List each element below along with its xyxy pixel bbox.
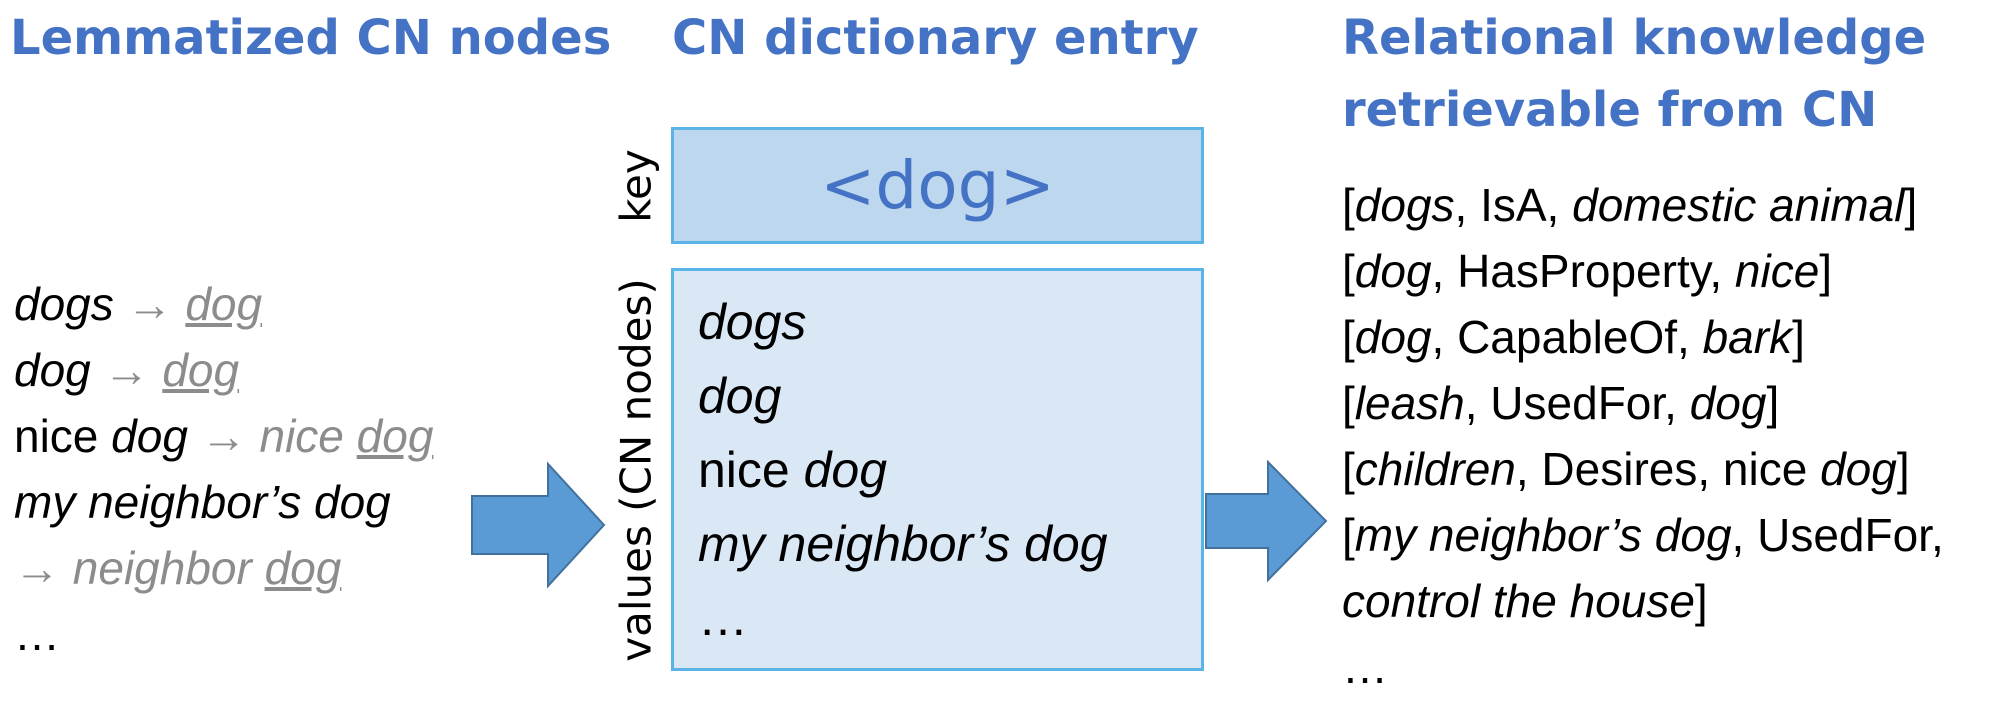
dictionary-values-box: dogs dog nice dog my neighbor’s dog … <box>671 268 1204 671</box>
relation-open-bracket: [ <box>1342 311 1355 363</box>
heading-relational-line1: Relational knowledge <box>1342 10 1927 66</box>
relation-open-bracket: [ <box>1342 509 1355 561</box>
relation-tail: bark <box>1702 311 1793 363</box>
relation-type: , Desires, nice <box>1515 443 1821 495</box>
dictionary-value: dog <box>698 359 1108 433</box>
relation-tail: dog <box>1820 443 1897 495</box>
relation-list: [dogs, IsA, domestic animal] [dog, HasPr… <box>1342 172 1944 700</box>
dictionary-value: nice dog <box>698 433 1108 507</box>
relation-head: my neighbor’s dog <box>1354 509 1732 561</box>
relation-tail: control the house <box>1342 575 1695 627</box>
dictionary-value: dogs <box>698 285 1108 359</box>
heading-relational-line2: retrievable from CN <box>1342 82 1878 138</box>
relation-ellipsis: … <box>1342 641 1388 693</box>
block-arrow-right-icon <box>471 461 606 589</box>
relation-open-bracket: [ <box>1342 179 1355 231</box>
dictionary-value-list: dogs dog nice dog my neighbor’s dog … <box>698 285 1108 655</box>
lemma-target: dog <box>185 278 263 330</box>
relation-head: dog <box>1354 245 1432 297</box>
lemma-row: → neighbor dog <box>14 535 433 601</box>
relation-close-bracket: ] <box>1819 245 1833 297</box>
relation-row: [dog, HasProperty, nice] <box>1342 238 1944 304</box>
lemma-source-modifier: nice <box>14 410 112 462</box>
relation-type: , UsedFor, <box>1731 509 1944 561</box>
dictionary-value-text: dog <box>698 368 782 424</box>
dictionary-key-box: <dog> <box>671 127 1204 244</box>
block-arrow-right-icon <box>1205 459 1328 583</box>
dictionary-value-modifier: … <box>698 590 748 646</box>
relation-head: dogs <box>1354 179 1455 231</box>
relation-row: [dog, CapableOf, bark] <box>1342 304 1944 370</box>
lemma-source: dog <box>111 410 188 462</box>
lemma-arrow: → <box>103 344 150 396</box>
lemma-source: my neighbor’s dog <box>14 476 391 528</box>
relation-row-continued: control the house] <box>1342 568 1944 634</box>
relation-tail: nice <box>1734 245 1820 297</box>
lemmatized-node-list: dogs → dog dog → dog nice dog → nice dog… <box>14 271 433 667</box>
relation-tail: dog <box>1689 377 1767 429</box>
relation-close-bracket: ] <box>1766 377 1780 429</box>
lemma-row: dogs → dog <box>14 271 433 337</box>
dictionary-value-text: my neighbor’s dog <box>698 516 1108 572</box>
lemma-row: dog → dog <box>14 337 433 403</box>
lemma-target-modifier: nice <box>259 410 357 462</box>
dictionary-value-text: dog <box>803 442 888 498</box>
lemma-row: nice dog → nice dog <box>14 403 433 469</box>
relation-row: [dogs, IsA, domestic animal] <box>1342 172 1944 238</box>
arrow-out-shape <box>1205 459 1328 583</box>
lemma-target: dog <box>162 344 240 396</box>
values-label: values (CN nodes) <box>611 278 661 662</box>
dictionary-key: <dog> <box>820 147 1055 224</box>
relation-head: dog <box>1354 311 1432 363</box>
arrow-in-shape <box>471 461 606 589</box>
relation-close-bracket: ] <box>1792 311 1805 363</box>
relation-row: [children, Desires, nice dog] <box>1342 436 1944 502</box>
relation-type: , UsedFor, <box>1464 377 1690 429</box>
lemma-target-modifier: neighbor <box>72 542 265 594</box>
relation-type: , CapableOf, <box>1431 311 1703 363</box>
dictionary-value-text: dogs <box>698 294 807 350</box>
lemma-source: dog <box>14 344 91 396</box>
relation-open-bracket: [ <box>1342 443 1355 495</box>
relation-tail: domestic animal <box>1572 179 1905 231</box>
lemma-arrow: → <box>14 542 60 594</box>
relation-head: children <box>1354 443 1516 495</box>
dictionary-value: my neighbor’s dog <box>698 507 1108 581</box>
key-label: key <box>611 149 661 223</box>
dictionary-value-modifier: nice <box>698 442 804 498</box>
relation-row: [leash, UsedFor, dog] <box>1342 370 1944 436</box>
lemma-source: dogs <box>14 278 114 330</box>
relation-type: , HasProperty, <box>1431 245 1735 297</box>
dictionary-value-ellipsis: … <box>698 581 1108 655</box>
relation-close-bracket: ] <box>1904 179 1918 231</box>
heading-dictionary-entry: CN dictionary entry <box>672 10 1199 66</box>
lemma-arrow: → <box>126 278 173 330</box>
relation-close-bracket: ] <box>1694 575 1708 627</box>
relation-row: [my neighbor’s dog, UsedFor, <box>1342 502 1944 568</box>
lemma-ellipsis: … <box>14 608 60 660</box>
relation-open-bracket: [ <box>1342 377 1355 429</box>
relation-open-bracket: [ <box>1342 245 1355 297</box>
lemma-row: my neighbor’s dog <box>14 469 433 535</box>
lemma-target: dog <box>356 410 434 462</box>
relation-type: , IsA, <box>1454 179 1573 231</box>
lemma-arrow: → <box>200 410 247 462</box>
heading-lemmatized-nodes: Lemmatized CN nodes <box>10 10 612 66</box>
relation-head: leash <box>1354 377 1465 429</box>
relation-close-bracket: ] <box>1896 443 1910 495</box>
lemma-target: dog <box>264 542 342 594</box>
heading-relational-knowledge: Relational knowledge retrievable from CN <box>1342 2 1926 146</box>
